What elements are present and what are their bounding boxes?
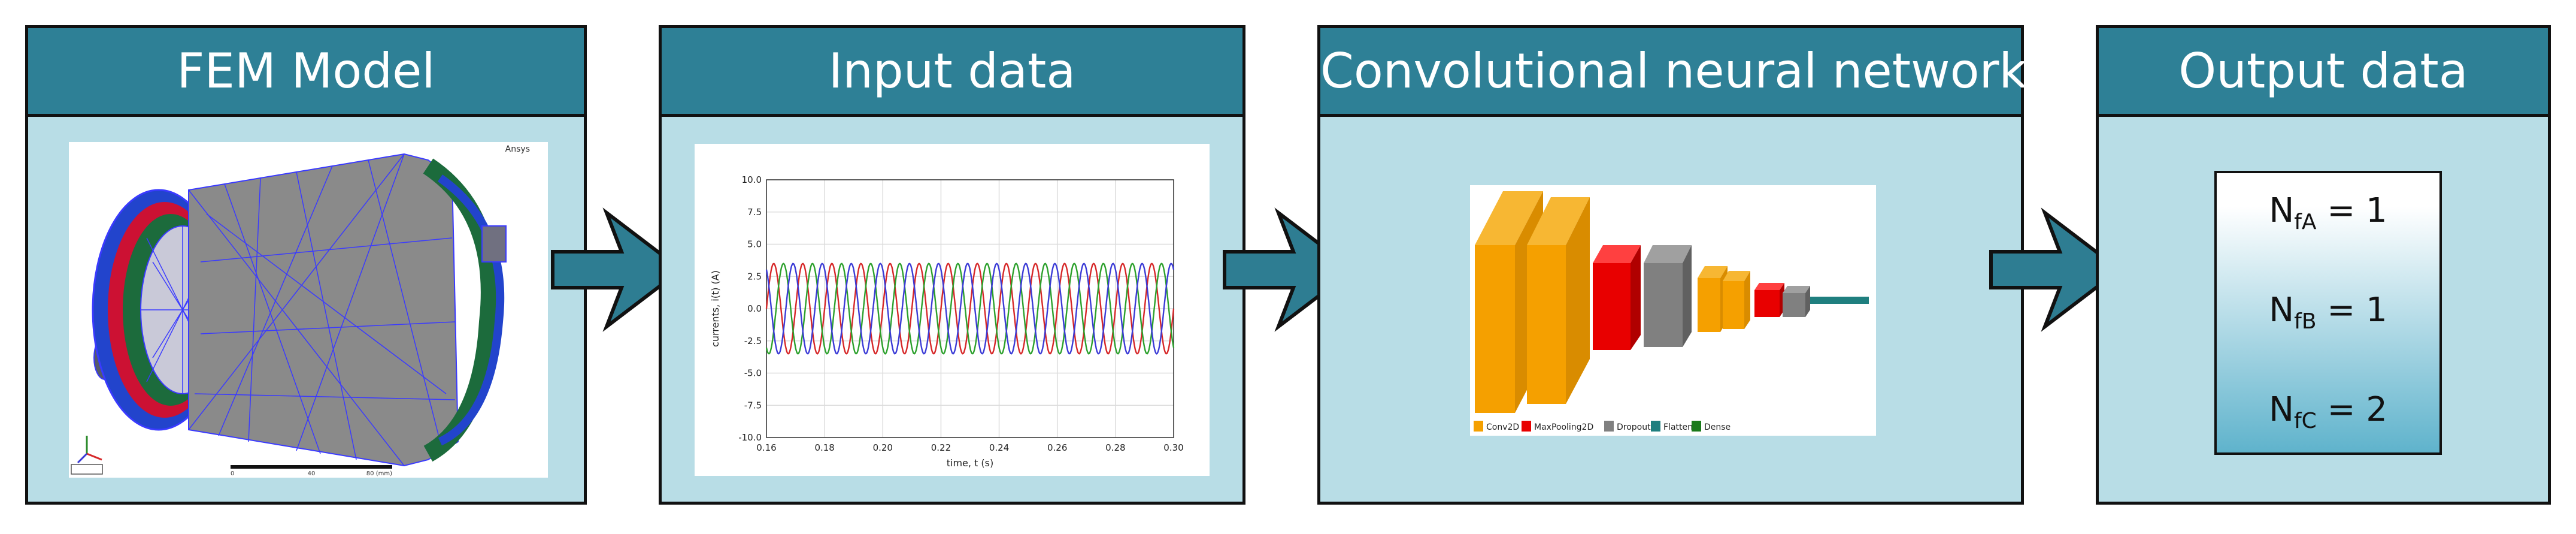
output-data-title: Output data [2099, 28, 2548, 117]
cnn-diagram-box: Conv2D MaxPooling2D Dropout Flatten Dense [1470, 185, 1876, 436]
cnn-legend: Conv2D MaxPooling2D Dropout Flatten Dense [1474, 421, 1731, 432]
y-tick-label: -5.0 [744, 368, 762, 379]
maxpooling-layer-1 [1593, 245, 1641, 350]
y-tick-label: -7.5 [744, 400, 762, 411]
x-axis-label: time, t (s) [947, 457, 994, 469]
x-tick-label: 0.16 [756, 442, 776, 453]
legend-swatch [1604, 421, 1614, 432]
x-tick-label: 0.24 [989, 442, 1009, 453]
flow-arrow-2 [1223, 207, 1356, 332]
output-line-fb: NfB = 1 [2269, 291, 2387, 334]
y-tick-label: 5.0 [747, 239, 762, 250]
legend-swatch [1692, 421, 1701, 432]
legend-label: Conv2D [1486, 423, 1519, 432]
svg-text:40: 40 [308, 470, 316, 477]
input-chart-box: 0.16 0.18 0.20 0.22 0.24 0.26 0.28 0.30 10.0 7.5 5… [695, 144, 1210, 476]
motor-mesh-illustration: Ansys 0 40 80 (mm) [71, 144, 530, 477]
cnn-panel: Convolutional neural network [1317, 25, 2027, 505]
y-tick-label: -10.0 [738, 432, 762, 443]
y-axis-label: currents, i(t) (A) [710, 270, 721, 347]
scale-bar: 0 40 80 (mm) [231, 465, 392, 477]
x-tick-label: 0.30 [1163, 442, 1183, 453]
y-tick-label: -2.5 [744, 336, 762, 346]
flow-arrow-3 [1989, 207, 2123, 332]
output-data-panel: Output data NfA = 1 NfB = 1 NfC = 2 [2096, 25, 2551, 505]
ansys-logo-text: Ansys [505, 144, 530, 154]
y-tick-label: 0.0 [747, 303, 762, 314]
fem-model-panel: FEM Model [25, 25, 587, 505]
legend-swatch [1474, 421, 1483, 432]
conv2d-layer-3 [1698, 266, 1728, 332]
cnn-title: Convolutional neural network [1320, 28, 2027, 117]
output-values-box: NfA = 1 NfB = 1 NfC = 2 [2214, 171, 2442, 455]
dropout-layer-1 [1644, 245, 1692, 347]
fem-model-image: Ansys 0 40 80 (mm) [69, 142, 548, 478]
conv2d-layer-4 [1723, 271, 1750, 329]
legend-swatch [1651, 421, 1660, 432]
axis-triad-icon [77, 436, 102, 464]
flatten-dense-layer [1810, 297, 1869, 304]
x-tick-label: 0.28 [1105, 442, 1125, 453]
x-tick-label: 0.22 [931, 442, 951, 453]
legend-label: MaxPooling2D [1534, 423, 1593, 432]
y-tick-label: 10.0 [742, 174, 762, 185]
current-series-3 [765, 263, 1175, 355]
conv2d-layer-2 [1527, 197, 1590, 404]
currents-line-chart: 0.16 0.18 0.20 0.22 0.24 0.26 0.28 0.30 10.0 7.5 5… [710, 174, 1184, 469]
x-tick-label: 0.18 [814, 442, 834, 453]
input-data-title: Input data [662, 28, 1242, 117]
x-tick-label: 0.26 [1047, 442, 1067, 453]
current-series-1 [765, 263, 1175, 355]
x-tick-label: 0.20 [873, 442, 893, 453]
cnn-architecture-diagram: Conv2D MaxPooling2D Dropout Flatten Dense [1474, 191, 1869, 432]
fem-model-title: FEM Model [28, 28, 584, 117]
y-tick-label: 2.5 [747, 271, 762, 282]
current-series-2 [765, 263, 1175, 355]
svg-text:80 (mm): 80 (mm) [366, 470, 392, 477]
legend-label: Flatten [1663, 423, 1693, 432]
svg-text:0: 0 [231, 470, 234, 477]
maxpooling-layer-2 [1754, 283, 1784, 317]
legend-label: Dropout [1617, 423, 1651, 432]
legend-swatch [1522, 421, 1531, 432]
output-line-fa: NfA = 1 [2269, 191, 2387, 234]
flow-arrow-1 [551, 207, 684, 332]
y-tick-label: 7.5 [747, 207, 762, 218]
legend-label: Dense [1704, 423, 1731, 432]
dropout-layer-2 [1783, 286, 1810, 317]
output-line-fc: NfC = 2 [2269, 390, 2387, 433]
